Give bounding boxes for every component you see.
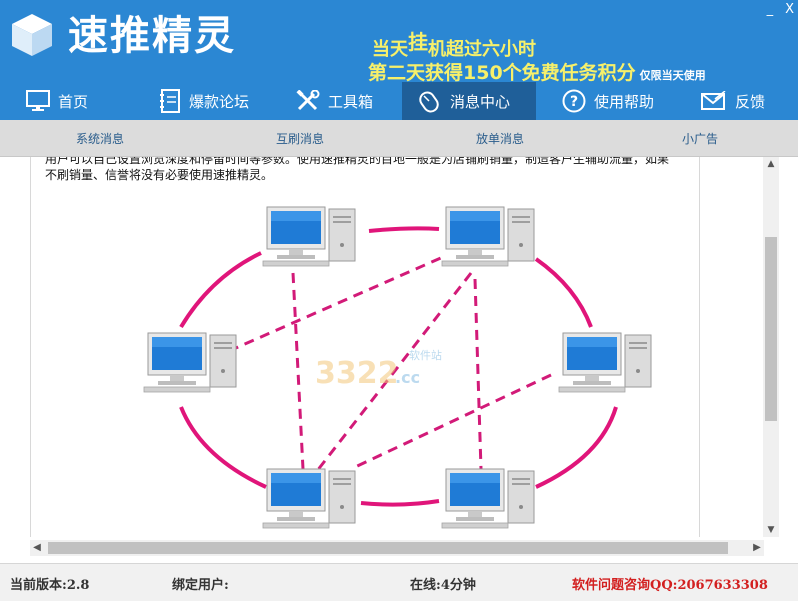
- computer-node-right: [558, 332, 652, 393]
- window-controls: _ X: [767, 2, 794, 17]
- computer-node-bottom-right: [441, 468, 535, 529]
- promo-note: 仅限当天使用: [639, 69, 706, 82]
- link-line-3: [315, 272, 473, 472]
- status-bar: 当前版本:2.8 绑定用户: 在线:4分钟 软件问题咨询QQ:206763330…: [0, 563, 798, 601]
- nav-item-messages[interactable]: 消息中心: [402, 82, 536, 120]
- nav-label-help: 使用帮助: [594, 92, 655, 111]
- ring-arc-top-left: [179, 251, 262, 329]
- version-info: 当前版本:2.8: [10, 578, 90, 593]
- nav-label-messages: 消息中心: [450, 92, 511, 111]
- computer-node-bottom-left: [262, 468, 356, 529]
- nav-item-help[interactable]: ? 使用帮助: [536, 82, 673, 120]
- question-icon: ?: [562, 89, 586, 113]
- ring-arc-bottom-left: [179, 406, 267, 489]
- version-number: 2.8: [66, 578, 90, 593]
- subnav-system-messages[interactable]: 系统消息: [76, 132, 125, 146]
- subnav-mutual-messages[interactable]: 互刷消息: [276, 132, 325, 146]
- watermark-number: 3322: [315, 356, 399, 391]
- vertical-scroll-thumb[interactable]: [765, 237, 777, 421]
- main-nav: 首页 爆款论坛 工具箱 消息中心 ? 使用帮助 反馈: [0, 82, 798, 120]
- nav-item-home[interactable]: 首页: [0, 82, 135, 120]
- message-subnav: 系统消息 互刷消息 放单消息 小广告: [0, 120, 798, 157]
- message-content: 用户可以自己设置浏览深度和停留时间等参数。使用速推精灵的目地一般是为店铺刷销量，…: [30, 157, 700, 537]
- link-line-1: [228, 255, 444, 353]
- app-title: 速推精灵: [68, 13, 236, 59]
- mouse-icon: [419, 91, 439, 113]
- watermark-tld: .cc: [395, 368, 420, 387]
- horizontal-scroll-thumb[interactable]: [48, 542, 728, 554]
- computer-node-left: [143, 332, 237, 393]
- message-text-line-2: 不刷销量、信誉将没有必要使用速推精灵。: [45, 168, 274, 182]
- computer-node-top-right: [441, 206, 535, 267]
- nav-label-feedback: 反馈: [735, 92, 766, 111]
- notebook-icon: [160, 89, 180, 113]
- scroll-right-arrow-icon[interactable]: ▶: [753, 542, 761, 553]
- link-line-5: [350, 373, 552, 471]
- cube-logo-icon: [12, 14, 52, 56]
- ring-arc-bottom: [360, 499, 440, 507]
- envelope-icon: [701, 91, 726, 110]
- ring-arc-top: [368, 226, 440, 233]
- nav-item-toolbox[interactable]: 工具箱: [270, 82, 402, 120]
- message-text-line-1: 用户可以自己设置浏览深度和停留时间等参数。使用速推精灵的目地一般是为店铺刷销量，…: [45, 157, 670, 166]
- ring-arc-top-right: [534, 257, 593, 328]
- scroll-up-arrow-icon[interactable]: ▲: [767, 159, 775, 169]
- nav-label-forum: 爆款论坛: [189, 92, 250, 111]
- monitor-icon: [26, 90, 50, 111]
- minimize-button[interactable]: _: [766, 2, 774, 17]
- horizontal-scrollbar[interactable]: ◀ ▶: [30, 540, 764, 556]
- support-qq-link[interactable]: 软件问题咨询QQ:2067633308: [572, 578, 768, 593]
- vertical-scrollbar[interactable]: ▲ ▼: [763, 157, 779, 537]
- nav-item-forum[interactable]: 爆款论坛: [135, 82, 270, 120]
- svg-text:?: ?: [570, 94, 578, 110]
- promo-line-1: 当天挂机超过六小时: [372, 30, 536, 60]
- close-button[interactable]: X: [785, 2, 794, 17]
- scroll-down-arrow-icon[interactable]: ▼: [767, 525, 775, 535]
- promo-line-2: 第二天获得150个免费任务积分仅限当天使用: [368, 62, 706, 84]
- ring-arc-bottom-right: [535, 406, 618, 489]
- network-diagram: 3322 .cc 软件站: [143, 206, 652, 529]
- nav-item-feedback[interactable]: 反馈: [673, 82, 798, 120]
- message-text: 用户可以自己设置浏览深度和停留时间等参数。使用速推精灵的目地一般是为店铺刷销量，…: [45, 157, 695, 183]
- link-line-4: [473, 278, 483, 470]
- watermark-text: 软件站: [409, 348, 442, 362]
- scroll-left-arrow-icon[interactable]: ◀: [33, 542, 41, 553]
- app-header: 速推精灵 当天挂机超过六小时 第二天获得150个免费任务积分仅限当天使用 _ X…: [0, 0, 798, 120]
- computer-node-top-left: [262, 206, 356, 267]
- nav-label-home: 首页: [58, 92, 89, 111]
- online-time: 在线:4分钟: [410, 578, 476, 593]
- bound-user-label: 绑定用户:: [172, 578, 229, 593]
- link-line-2: [291, 272, 305, 470]
- subnav-small-ads[interactable]: 小广告: [682, 132, 719, 146]
- nav-label-toolbox: 工具箱: [328, 92, 374, 111]
- subnav-order-messages[interactable]: 放单消息: [476, 132, 525, 146]
- tools-icon: [296, 90, 320, 111]
